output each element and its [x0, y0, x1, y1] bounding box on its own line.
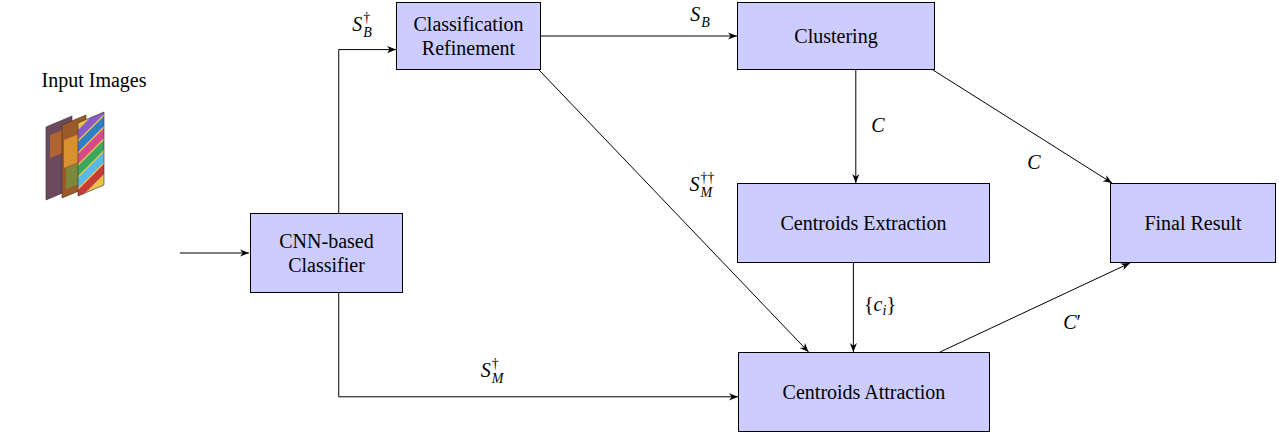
process-box: CNN-based Classifier [250, 213, 403, 293]
image-stack [46, 98, 110, 208]
box-label: Centroids Extraction [780, 211, 946, 235]
flow-arrow [940, 263, 1130, 352]
input-arrow [180, 253, 249, 254]
process-box: Centroids Attraction [738, 352, 990, 432]
process-box: Final Result [1110, 183, 1276, 263]
process-box: Clustering [737, 2, 935, 70]
box-label: Centroids Attraction [783, 380, 946, 404]
signal-label: SB [688, 2, 712, 31]
box-label: Classification Refinement [405, 12, 532, 60]
flow-arrow [853, 263, 854, 352]
flow-arrow [339, 293, 738, 397]
box-label: CNN-based Classifier [259, 229, 394, 277]
flow-arrow [855, 70, 856, 183]
signal-label: C [869, 114, 886, 136]
signal-label: S††M [688, 171, 717, 200]
box-label: Clustering [794, 24, 877, 48]
signal-label: S†B [350, 11, 374, 40]
signal-label: C′ [1061, 311, 1083, 333]
box-label: Final Result [1144, 211, 1241, 235]
signal-label: C [1025, 151, 1042, 173]
signal-label: {ci} [862, 293, 898, 319]
flow-arrow [541, 36, 737, 37]
flow-arrow [339, 50, 396, 213]
input-caption: Input Images [42, 68, 147, 92]
flow-arrow [933, 70, 1112, 183]
signal-label: S†M [479, 357, 506, 386]
process-box: Classification Refinement [396, 2, 541, 70]
process-box: Centroids Extraction [737, 183, 990, 263]
